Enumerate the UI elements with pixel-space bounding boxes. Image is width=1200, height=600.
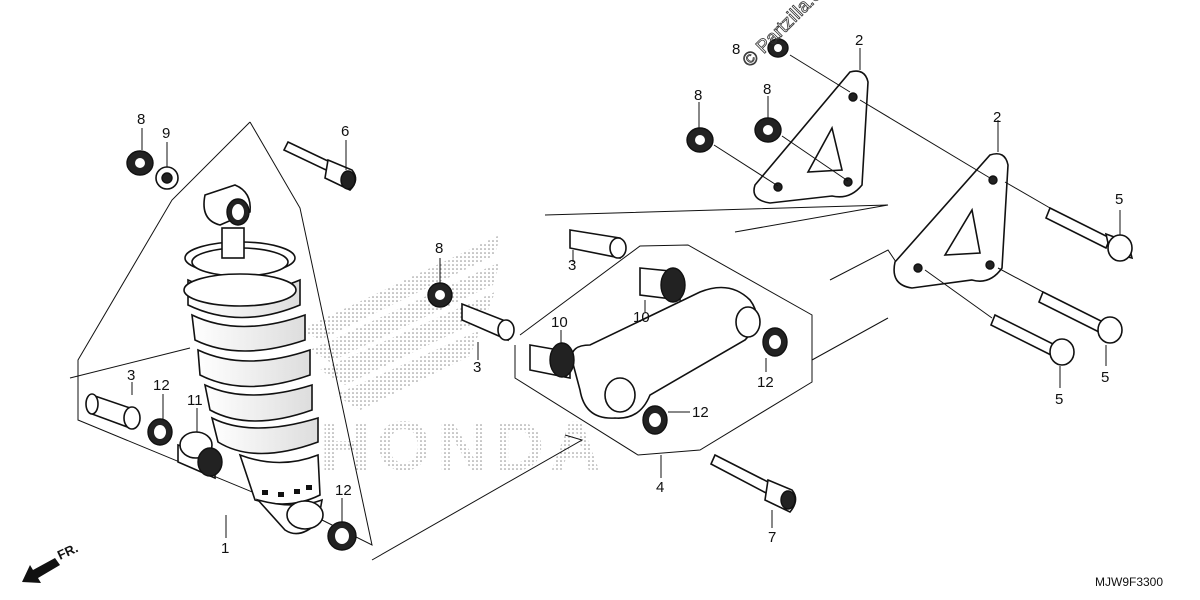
front-direction-indicator: FR. <box>22 540 80 583</box>
callout-3: 3 <box>473 359 481 376</box>
callout-5: 5 <box>1101 369 1109 386</box>
bolt-6 <box>282 140 357 191</box>
callout-8: 8 <box>732 41 740 58</box>
callout-9: 9 <box>162 125 170 142</box>
callout-12: 12 <box>692 404 709 421</box>
callout-labels: 8 9 6 3 12 11 12 1 8 3 3 10 10 12 12 4 7… <box>127 32 1123 557</box>
callout-3: 3 <box>127 367 135 384</box>
lower-collar-bearing-set <box>85 393 357 551</box>
front-label: FR. <box>55 540 80 562</box>
bracket-lower <box>893 152 1009 289</box>
diagram-code: MJW9F3300 <box>1095 575 1163 589</box>
callout-10: 10 <box>633 309 650 326</box>
callout-11: 11 <box>187 392 203 409</box>
flange-bolt-upper <box>1044 206 1134 262</box>
callout-8: 8 <box>763 81 771 98</box>
callout-6: 6 <box>341 123 349 140</box>
honda-brand-mark: HONDA <box>320 407 607 485</box>
honda-wing-logo: HONDA <box>300 235 607 485</box>
assembly-outlines <box>69 121 899 561</box>
callout-2: 2 <box>993 109 1001 126</box>
callout-2: 2 <box>855 32 863 49</box>
callout-8: 8 <box>694 87 702 104</box>
flange-bolt-middle <box>1037 290 1123 344</box>
callout-5: 5 <box>1055 391 1063 408</box>
nut-and-washer-left <box>126 150 179 190</box>
callout-5: 5 <box>1115 191 1123 208</box>
partzilla-watermark: © Partzilla.com <box>739 0 844 72</box>
bolt-7 <box>709 453 797 513</box>
callout-1: 1 <box>221 540 229 557</box>
flange-bolt-lower <box>989 313 1075 366</box>
callout-12: 12 <box>335 482 352 499</box>
leader-lines <box>131 48 1121 538</box>
callout-3: 3 <box>568 257 576 274</box>
callout-12: 12 <box>757 374 774 391</box>
callout-10: 10 <box>551 314 568 331</box>
callout-7: 7 <box>768 529 776 546</box>
cushion-arm <box>529 229 788 435</box>
rear-shock-absorber <box>183 184 324 535</box>
callout-12: 12 <box>153 377 170 394</box>
callout-8: 8 <box>137 111 145 128</box>
callout-4: 4 <box>656 479 664 496</box>
upper-nuts <box>686 38 789 153</box>
callout-8: 8 <box>435 240 443 257</box>
middle-collar-and-nut <box>427 282 515 342</box>
front-arrow-icon <box>22 558 60 583</box>
bracket-upper <box>753 70 869 204</box>
